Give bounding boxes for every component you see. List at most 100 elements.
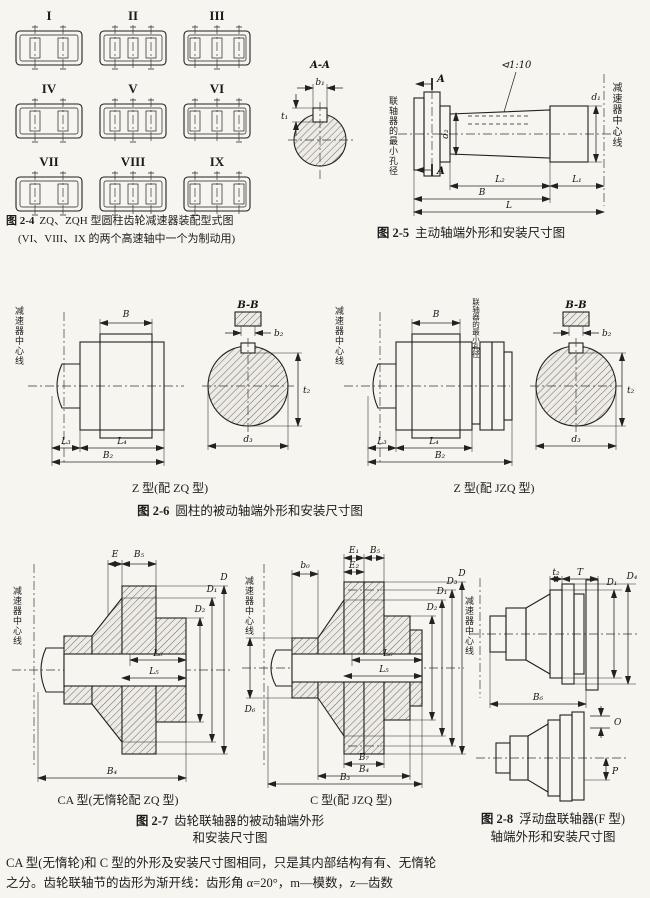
dim-label-L: L: [505, 201, 512, 211]
diameter-dims: D₁ D₄: [562, 572, 638, 685]
gearbox-schematic: [15, 25, 83, 71]
dim-P: P: [584, 757, 619, 781]
dim-B4: B₄: [37, 692, 187, 782]
dim-B6: B₆: [489, 652, 587, 708]
bottom-dims: L₃ L₄ B₂: [367, 396, 513, 466]
variant-cell-2: II: [92, 8, 174, 78]
dim-label-B2: B₂: [102, 451, 114, 461]
reducer-centerline-label: 减速器中心线: [610, 82, 621, 148]
dim-label-B3: B₃: [339, 773, 351, 783]
fig-2-7-left-type-label: CA 型(无惰轮配 ZQ 型): [57, 793, 179, 807]
dim-label-B7: B₇: [358, 753, 370, 763]
dim-label-t2: t₂: [627, 386, 635, 396]
gearbox-schematic: [99, 25, 167, 71]
reducer-centerline-label: 减速器中心线: [244, 576, 254, 636]
fig-2-4-number: 图 2-4: [6, 215, 35, 227]
taper-label: ⊲1:10: [501, 60, 532, 71]
dim-label-O: O: [614, 718, 622, 728]
gear-coupling-section: [12, 564, 230, 768]
dim-label-T: T: [577, 568, 584, 578]
variant-cell-3: III: [176, 8, 258, 78]
upper-coupling-view: [470, 578, 640, 698]
fig-2-8-title-line1: 浮动盘联轴器(F 型): [519, 812, 626, 826]
variant-cell-5: V: [92, 81, 174, 151]
fig-2-6-right-drawing: B L₃ L₄ B₂ B-B b₂ d₃ t₂: [344, 300, 635, 466]
shaft-section-aa: [288, 102, 354, 180]
dim-label-D4: D₄: [626, 572, 638, 582]
reducer-centerline-label: 减速器中心线: [12, 586, 22, 646]
gearbox-schematic: [99, 98, 167, 144]
dim-label-L4: L₄: [428, 437, 439, 447]
dim-label-D: D: [219, 573, 227, 583]
section-bb-label: B-B: [236, 300, 258, 311]
fig-2-7-right-drawing: b₀ E₁ B₅ E₂ D₆ L₆ L₅ D₂ D₁ D₃ D B₇: [242, 546, 466, 788]
dim-label-t1: t₁: [281, 112, 288, 122]
hub-side-view: [28, 312, 184, 464]
dim-label-B: B: [478, 188, 486, 198]
gearbox-schematic: [99, 171, 167, 217]
footnote-line2: 之分。齿轮联轴节的齿形为渐开线：齿形角 α=20°，m—模数，z—齿数: [6, 876, 393, 890]
cut-mark-a-bottom: A: [436, 166, 445, 177]
dim-label-b1: b₁: [315, 78, 324, 88]
gearbox-schematic: [183, 25, 251, 71]
variant-cell-4: IV: [8, 81, 90, 151]
dim-label-B5: B₅: [369, 546, 381, 556]
footnote-line1: CA 型(无惰轮)和 C 型的外形及安装尺寸图相同，只是其内部结构有有、无惰轮: [6, 856, 437, 870]
variant-cell-6: VI: [176, 81, 258, 151]
dim-label-D2: D₂: [194, 605, 206, 615]
dim-label-D: D: [457, 569, 465, 579]
fig-2-6-left-drawing: B L₃ L₄ B₂ B-B b₂ d₃ t₂: [28, 300, 311, 466]
bottom-dims: L₂ L₁ B L: [413, 154, 605, 216]
dim-label-D6: D₆: [244, 705, 256, 715]
variant-numeral: V: [128, 81, 138, 96]
variant-numeral: IX: [209, 154, 225, 169]
dim-label-L5: L₅: [148, 667, 159, 677]
dim-d3: d₃: [535, 386, 617, 450]
dim-label-b0: b₀: [300, 561, 310, 571]
fig-2-4-caption: 图 2-4 ZQ、ZQH 型圆柱齿轮减速器装配型式图: [6, 212, 233, 228]
fig-2-6-right-type-label: Z 型(配 JZQ 型): [453, 481, 535, 495]
dim-d3: d₃: [207, 386, 289, 450]
coupling-min-bore-label: 联轴器的最小孔径: [388, 96, 398, 176]
variant-numeral: VI: [209, 81, 225, 96]
gearbox-schematic: [15, 171, 83, 217]
shaft-section-bb: B-B b₂: [202, 300, 294, 438]
dim-label-B: B: [122, 310, 130, 320]
dim-label-B4: B₄: [106, 767, 118, 777]
variant-numeral: VII: [39, 154, 59, 169]
bore-dims: L₆ L₅: [121, 649, 187, 681]
dim-label-P: P: [611, 767, 619, 777]
section-cut-marks: A A: [415, 74, 445, 177]
variant-cell-1: I: [8, 8, 90, 78]
dim-label-L6: L₆: [382, 649, 393, 659]
coupling-min-bore-label: 联轴器的最小孔径: [471, 298, 481, 358]
top-dims: b₀ E₁ B₅ E₂: [291, 546, 385, 638]
dim-label-D1: D₁: [206, 585, 218, 595]
dim-D6: D₆: [244, 637, 292, 715]
variant-cell-8: VIII: [92, 154, 174, 224]
fig-2-4-title: ZQ、ZQH 型圆柱齿轮减速器装配型式图: [39, 215, 234, 227]
dim-label-t2: t₂: [552, 568, 560, 578]
variant-numeral: I: [46, 8, 52, 23]
dim-label-d1: d₁: [591, 93, 600, 103]
hub-side-view: [344, 312, 513, 464]
dim-b1: b₁: [297, 78, 343, 108]
dim-t2: t₂: [576, 352, 635, 427]
dim-label-B4: B₄: [358, 765, 370, 775]
dim-t2: t₂: [248, 352, 311, 427]
diameter-dims: D₂ D₁ D₃ D: [344, 569, 466, 755]
cut-mark-a-top: A: [436, 74, 445, 85]
bore-dims: L₆ L₅: [343, 649, 423, 679]
dim-label-D2: D₂: [426, 603, 438, 613]
gearbox-schematic: [15, 98, 83, 144]
fig-2-5-title: 主动轴端外形和安装尺寸图: [415, 226, 566, 240]
fig-2-8-drawing: t₂ T D₁ D₄ B₆ O P: [470, 568, 640, 802]
dim-label-b2: b₂: [274, 329, 284, 339]
fig-2-7-caption-line2: 和安装尺寸图: [192, 831, 268, 845]
dim-label-E: E: [111, 550, 119, 560]
dim-d1: d₁: [588, 93, 602, 163]
variant-numeral: III: [209, 8, 225, 23]
